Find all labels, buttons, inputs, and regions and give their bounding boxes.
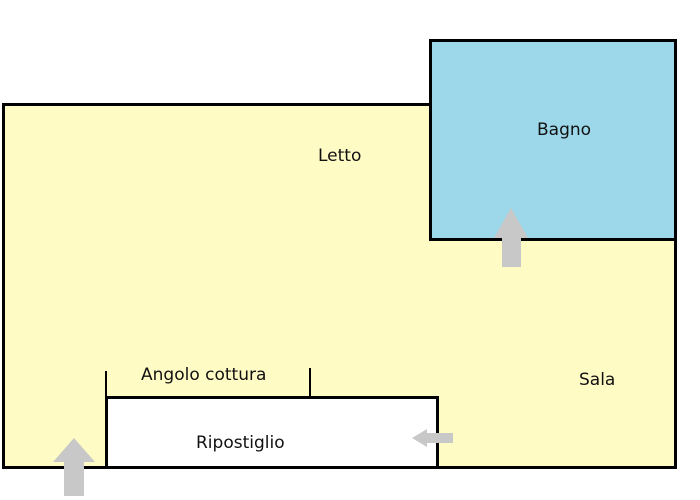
room-label-angolo-cottura: Angolo cottura: [141, 365, 267, 385]
room-label-ripostiglio: Ripostiglio: [196, 433, 285, 453]
room-label-sala: Sala: [579, 370, 616, 390]
storage-door-arrow-icon: [412, 429, 453, 447]
kitchen-wall-right: [309, 368, 311, 398]
bathroom-room: [429, 39, 677, 241]
storage-room: [105, 396, 439, 469]
room-label-letto: Letto: [318, 146, 362, 166]
bathroom-door-arrow-icon: [494, 208, 528, 267]
room-label-bagno: Bagno: [537, 120, 592, 140]
entrance-door-arrow-icon: [53, 438, 95, 496]
kitchen-wall-left: [105, 371, 107, 398]
